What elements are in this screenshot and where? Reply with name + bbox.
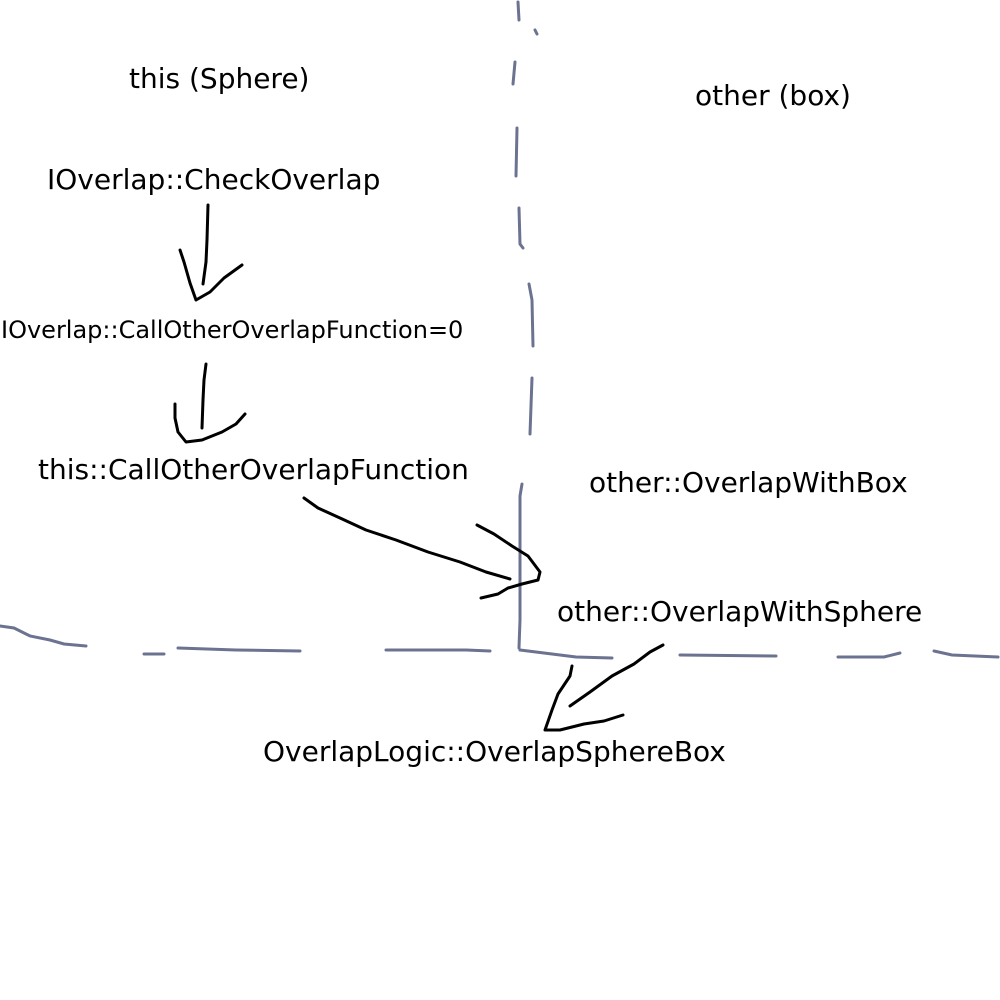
node-overlap-with-sphere: other::OverlapWithSphere (557, 595, 923, 628)
node-this-call-other-overlap: this::CallOtherOverlapFunction (38, 453, 469, 486)
region-label-right: other (box) (695, 79, 851, 112)
arrow-overlap-with-sphere-to-sphere-box (543, 643, 665, 732)
arrow-pure-to-this-call (173, 362, 247, 444)
horizontal-divider-line (0, 624, 1000, 660)
node-call-other-overlap-pure: IOverlap::CallOtherOverlapFunction=0 (1, 316, 464, 344)
vertical-divider-line (511, 0, 539, 650)
arrow-this-call-to-overlap-with-sphere (302, 496, 542, 600)
region-label-left: this (Sphere) (129, 62, 310, 95)
node-check-overlap: IOverlap::CheckOverlap (47, 163, 381, 196)
node-overlap-sphere-box: OverlapLogic::OverlapSphereBox (263, 735, 726, 768)
node-overlap-with-box: other::OverlapWithBox (589, 466, 908, 499)
arrows (173, 203, 665, 732)
arrow-check-to-call-other-pure (178, 203, 244, 302)
